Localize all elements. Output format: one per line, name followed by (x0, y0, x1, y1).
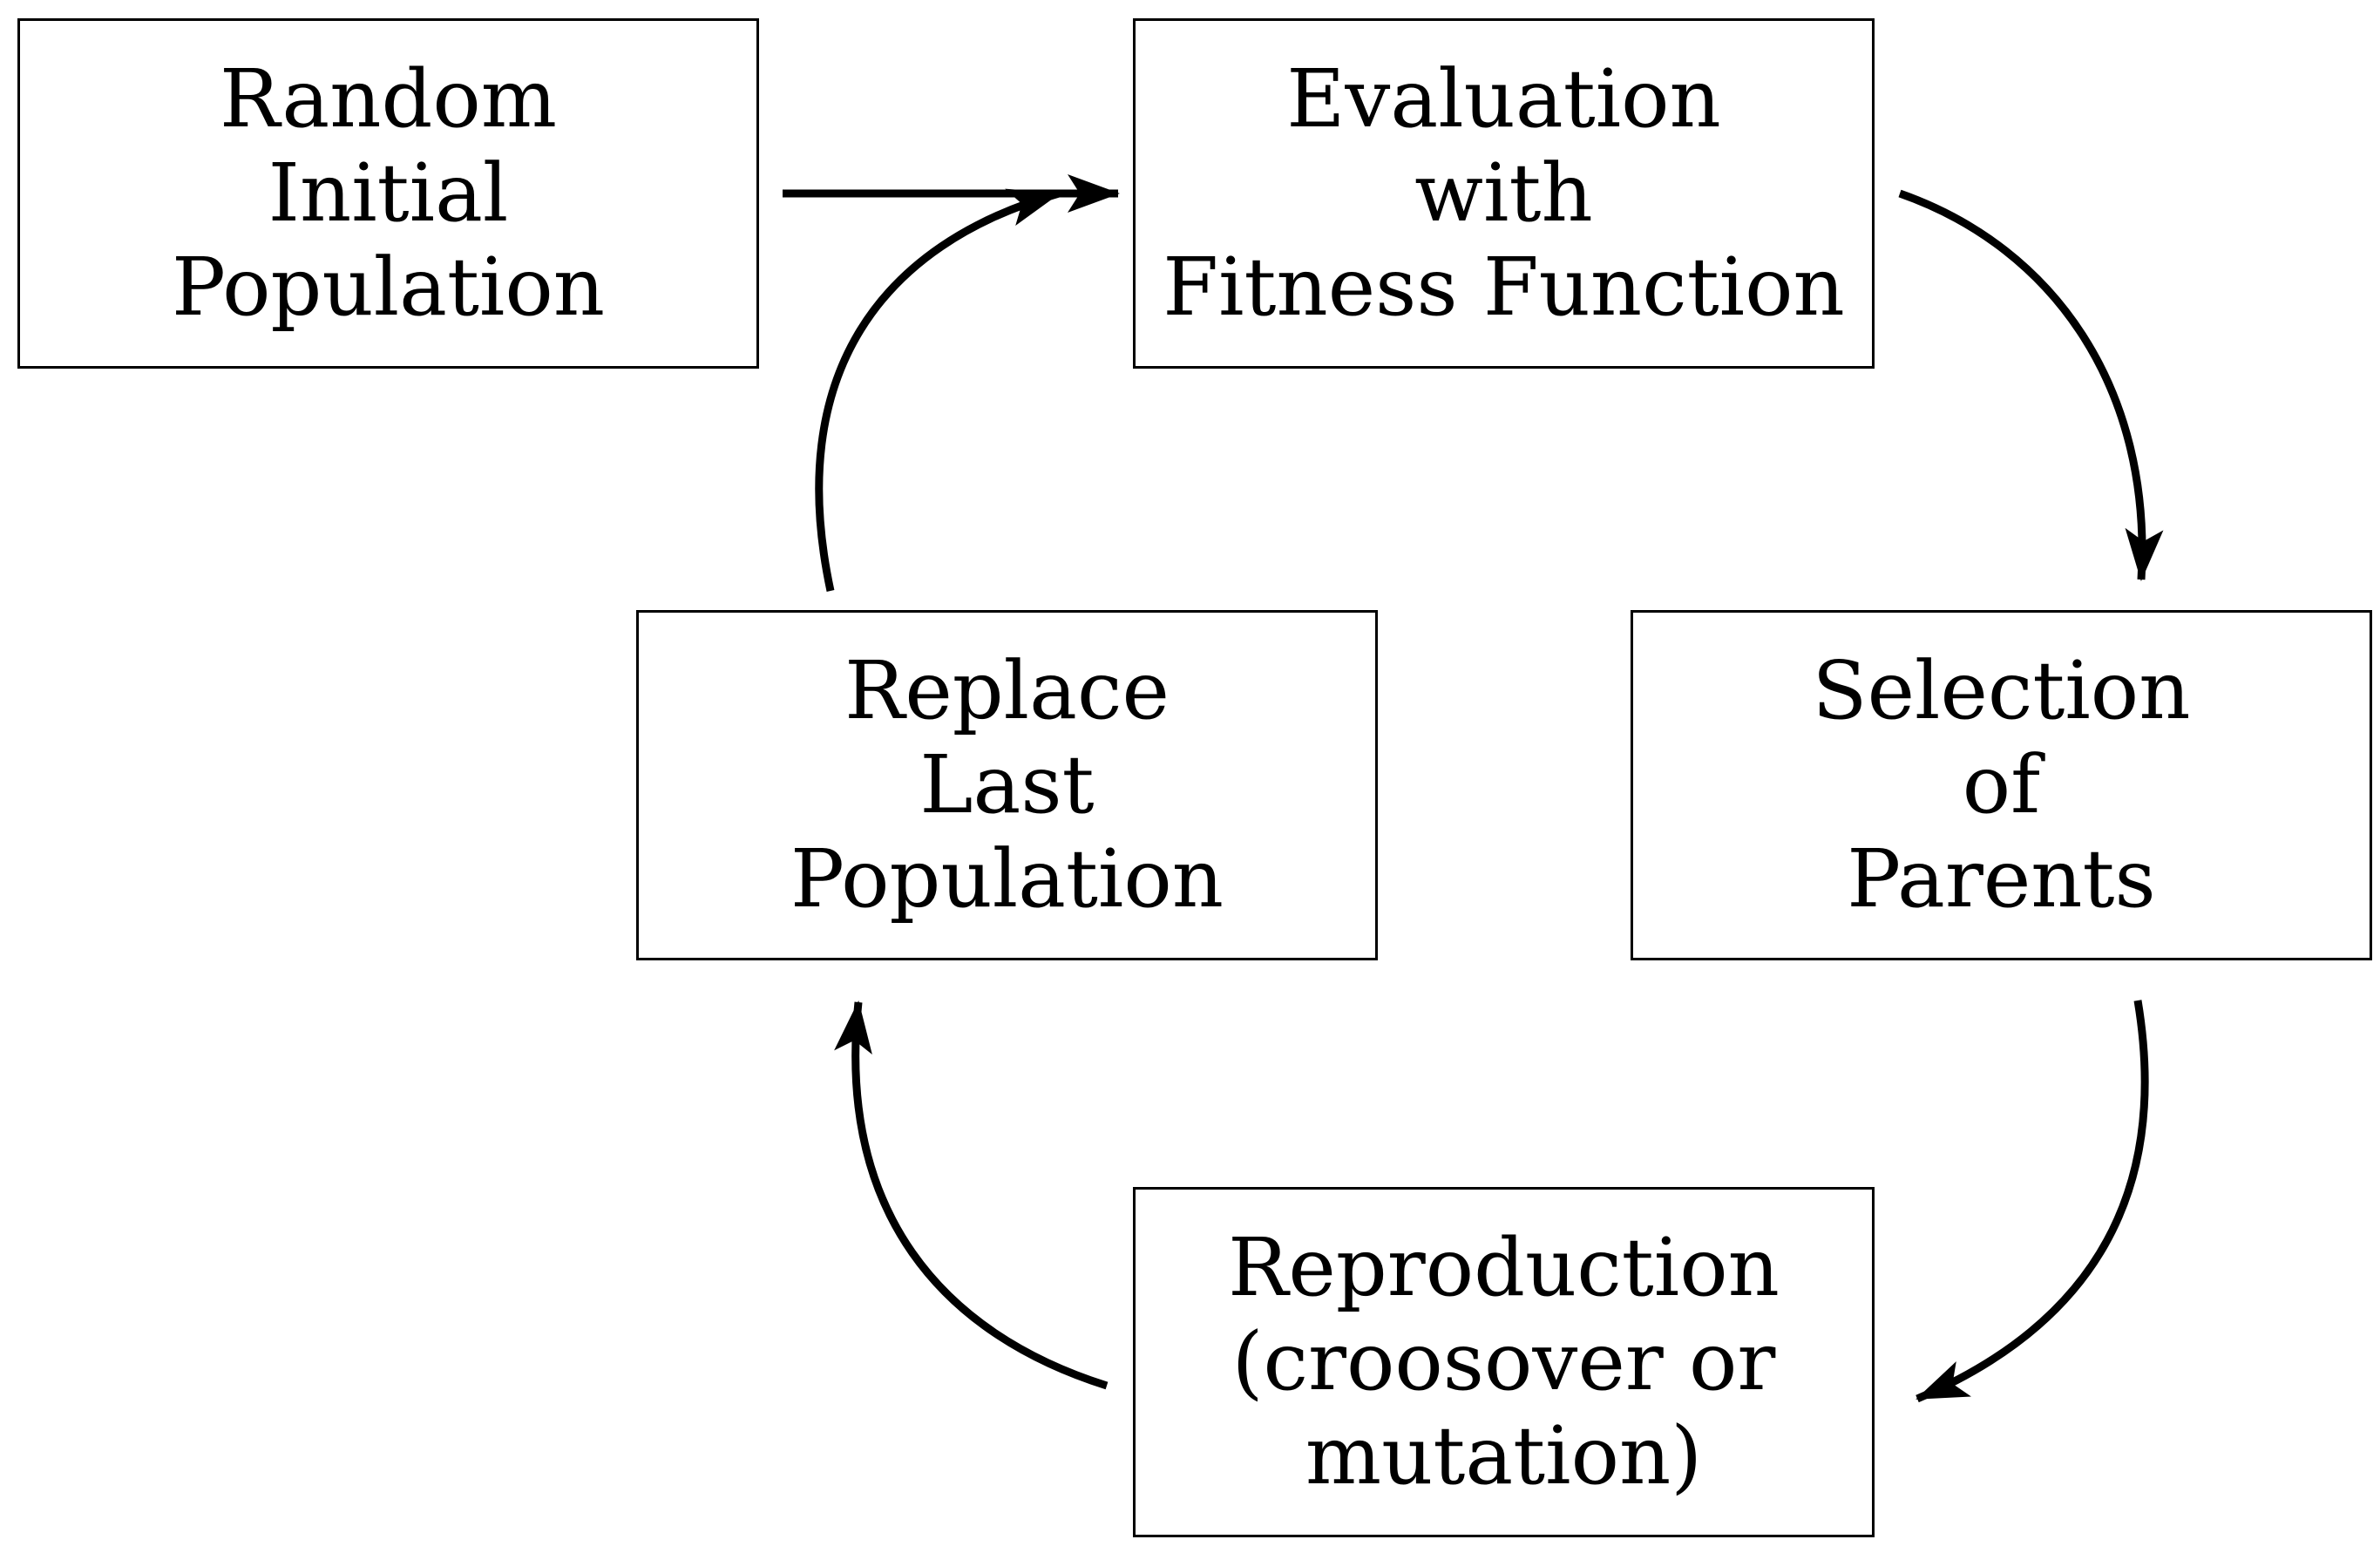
edge-reproduction-to-replace (834, 1000, 1109, 1390)
node-label-line: of (1962, 738, 2041, 831)
random-initial-population-box: Random Initial Population (17, 18, 759, 369)
node-label-line: Initial (268, 146, 509, 240)
edge-evaluation-to-selection (1898, 189, 2164, 581)
node-label-line: Evaluation (1286, 52, 1721, 146)
node-label-line: mutation) (1305, 1409, 1703, 1502)
node-label-line: Random (219, 52, 557, 146)
reproduction-box: Reproduction (croosover or mutation) (1133, 1187, 1875, 1537)
node-label-line: Population (171, 241, 605, 334)
node-label-line: (croosover or (1231, 1315, 1776, 1408)
node-label-line: Selection (1812, 644, 2191, 737)
selection-of-parents-box: Selection of Parents (1631, 610, 2372, 960)
edge-replace-to-evaluation (815, 188, 1061, 592)
evaluation-box: Evaluation with Fitness Function (1133, 18, 1875, 369)
node-label-line: Parents (1847, 832, 2156, 926)
replace-last-population-box: Replace Last Population (636, 610, 1378, 960)
node-label-line: Last (919, 738, 1095, 831)
node-label-line: Reproduction (1228, 1221, 1780, 1314)
node-label-line: Replace (844, 644, 1170, 737)
node-label-line: Fitness Function (1163, 241, 1845, 334)
edge-selection-to-reproduction (1916, 1000, 2149, 1403)
node-label-line: Population (790, 832, 1224, 926)
node-label-line: with (1414, 146, 1593, 240)
